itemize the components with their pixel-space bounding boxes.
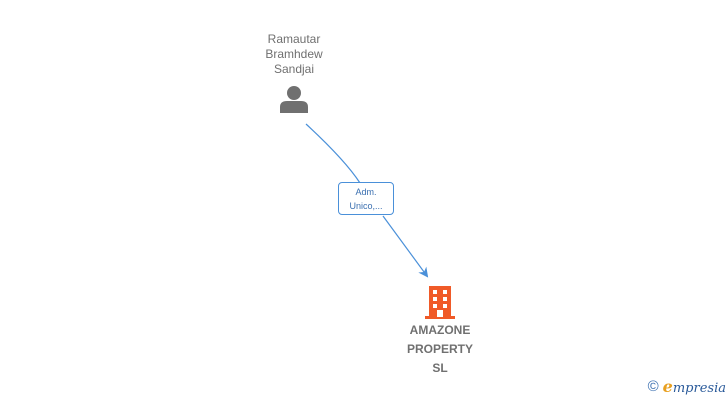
person-icon — [280, 86, 308, 113]
edge-label-line-1: Adm. — [355, 187, 377, 197]
building-icon — [425, 286, 455, 319]
company-name-line-3: SL — [432, 361, 448, 375]
brand-initial: e — [662, 377, 673, 396]
company-name-line-2: PROPERTY — [406, 342, 473, 356]
brand-name: mpresia — [672, 381, 726, 396]
edge-line — [305, 123, 361, 184]
copyright-icon: © — [647, 378, 659, 395]
person-name-line-3: Sandjai — [273, 62, 315, 76]
edge-arrow-line — [382, 215, 429, 278]
company-node[interactable]: AMAZONE PROPERTY SL — [390, 285, 490, 376]
company-name-line-1: AMAZONE — [409, 323, 471, 337]
footer-brand: © empresia — [648, 377, 726, 396]
person-node[interactable]: Ramautar Bramhdew Sandjai — [244, 32, 344, 113]
brand-logo: empresia — [663, 377, 726, 396]
edge-label-line-2: Unico,... — [349, 201, 383, 211]
person-name-line-2: Bramhdew — [265, 47, 323, 61]
person-name-line-1: Ramautar — [267, 32, 321, 46]
edge-label-box[interactable]: Adm. Unico,... — [338, 182, 394, 215]
